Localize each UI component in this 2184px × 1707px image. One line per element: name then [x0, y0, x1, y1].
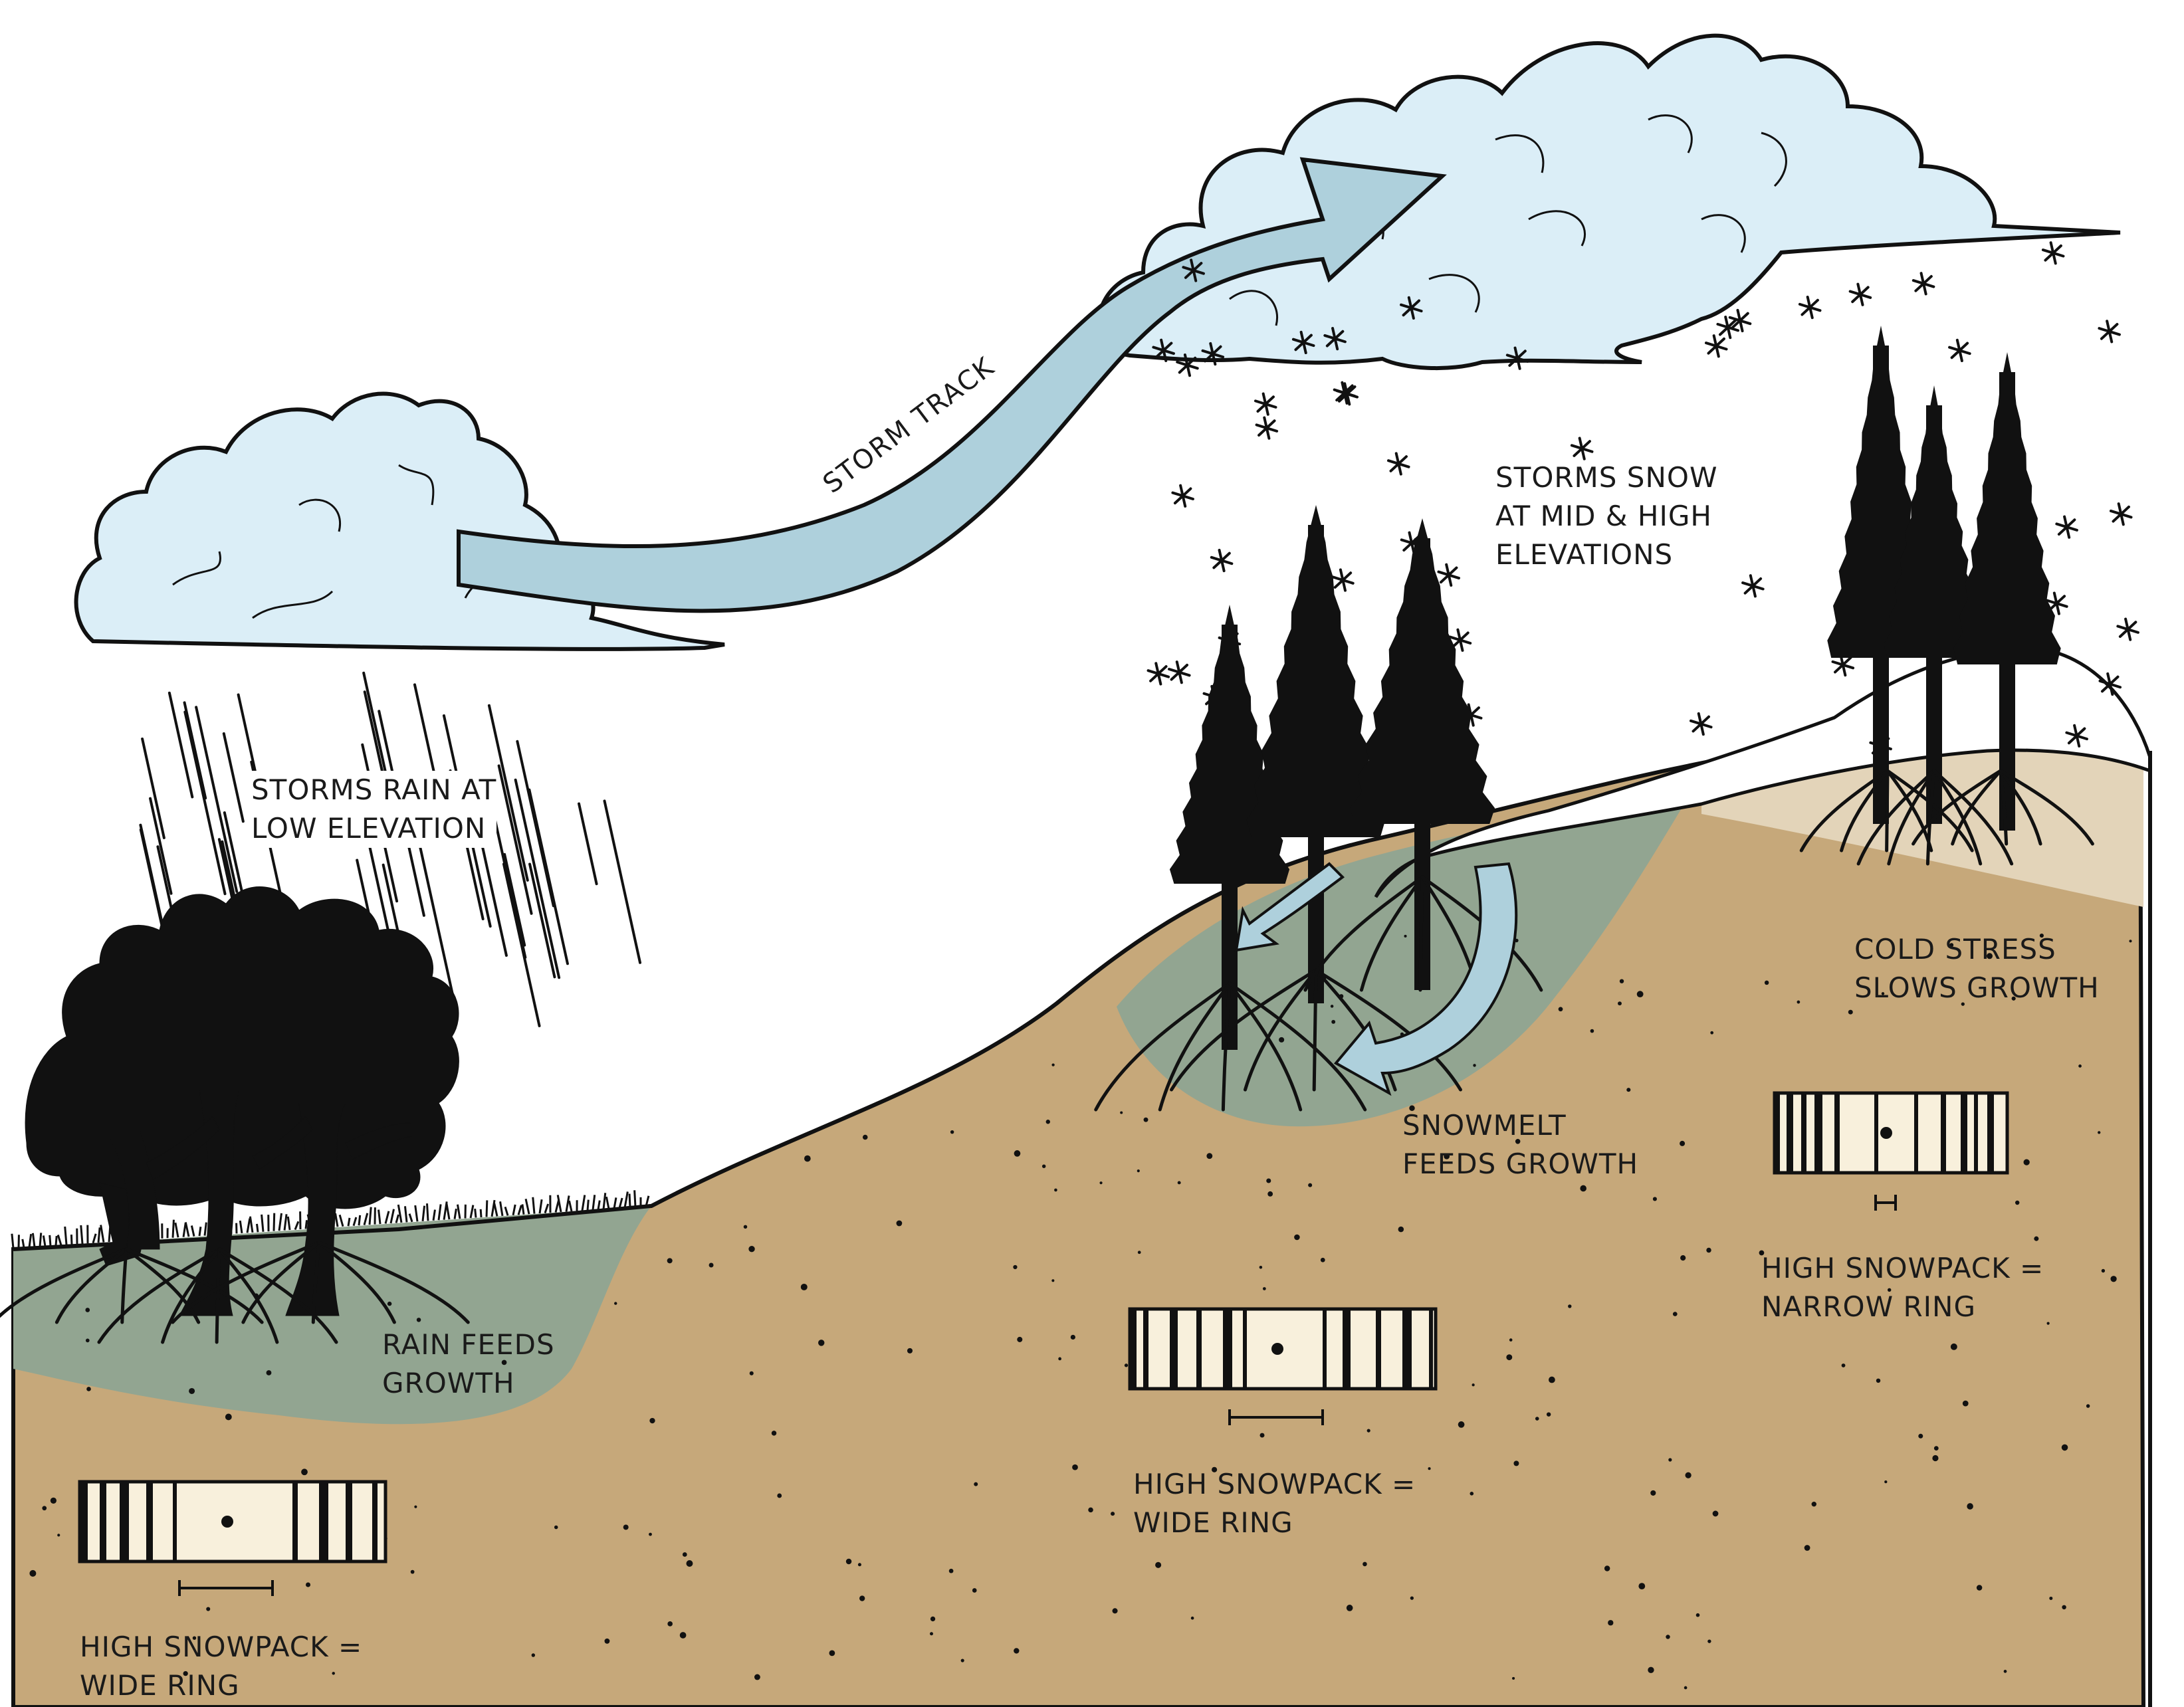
high-ring-label: HIGH SNOWPACK = NARROW RING [1761, 1249, 2044, 1326]
soil-specks [29, 933, 2132, 1690]
low-roots [0, 1241, 470, 1344]
cold-stress-line-1: COLD STRESS [1854, 933, 2056, 965]
high-roots [1799, 769, 2094, 866]
high-cloud [1097, 33, 2121, 371]
low-ring-label: HIGH SNOWPACK = WIDE RING [80, 1628, 362, 1705]
snowmelt-line-2: FEEDS GROWTH [1402, 1148, 1639, 1180]
storms-rain-line-1: STORMS RAIN AT [251, 773, 497, 806]
meltwater-arrow-down [1333, 862, 1518, 1096]
low-cloud [74, 391, 725, 651]
low-ring-core [78, 1480, 387, 1596]
storms-snow-line-1: STORMS SNOW [1495, 461, 1718, 494]
storms-rain-label: STORMS RAIN AT LOW ELEVATION [251, 771, 497, 848]
mid-conifer-trees [1169, 505, 1495, 1050]
high-ring-line-1: HIGH SNOWPACK = [1761, 1252, 2044, 1284]
mid-ring-line-2: WIDE RING [1133, 1506, 1293, 1539]
cold-stress-label: COLD STRESS SLOWS GROWTH [1854, 930, 2100, 1007]
storms-snow-label: STORMS SNOW AT MID & HIGH ELEVATIONS [1495, 458, 1717, 574]
rain-feeds-line-1: RAIN FEEDS [382, 1328, 555, 1361]
storms-rain-line-2: LOW ELEVATION [251, 812, 487, 845]
low-ring-line-1: HIGH SNOWPACK = [80, 1631, 363, 1663]
snowmelt-line-1: SNOWMELT [1402, 1109, 1567, 1142]
low-ring-line-2: WIDE RING [80, 1669, 240, 1702]
mid-wet-soil [1117, 797, 1688, 1127]
mid-ring-line-1: HIGH SNOWPACK = [1133, 1468, 1416, 1500]
low-deciduous-trees [25, 886, 459, 1316]
mid-ring-label: HIGH SNOWPACK = WIDE RING [1133, 1465, 1416, 1542]
rain-feeds-label: RAIN FEEDS GROWTH [382, 1326, 555, 1403]
snowmelt-label: SNOWMELT FEEDS GROWTH [1402, 1106, 1638, 1183]
storms-snow-line-2: AT MID & HIGH [1495, 500, 1712, 532]
high-conifer-trees [1827, 326, 2061, 831]
mid-ring-core [1128, 1307, 1438, 1425]
high-ring-core [1773, 1091, 2009, 1211]
cold-stress-line-2: SLOWS GROWTH [1854, 971, 2100, 1004]
high-ring-line-2: NARROW RING [1761, 1290, 1976, 1323]
meltwater-arrow-left [1234, 862, 1345, 952]
rain-feeds-line-2: GROWTH [382, 1367, 515, 1399]
rain-streaks [139, 671, 642, 1027]
snow-cover [1374, 646, 2152, 898]
storms-snow-line-3: ELEVATIONS [1495, 538, 1674, 571]
